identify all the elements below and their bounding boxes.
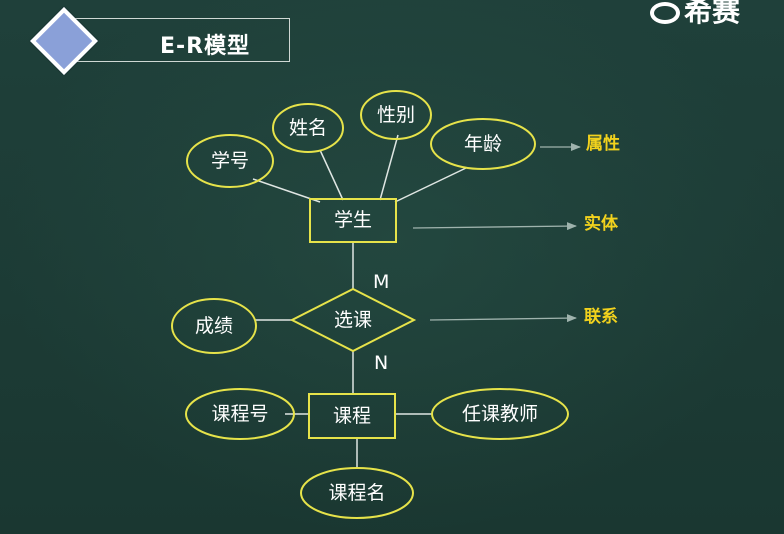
attr-gender-label: 性别 bbox=[377, 104, 415, 126]
brand-name: 希赛 bbox=[684, 0, 741, 28]
ellipse-course-id bbox=[185, 388, 295, 440]
line-age-student bbox=[394, 167, 467, 203]
attr-age-label: 年龄 bbox=[464, 133, 502, 155]
entity-student-label: 学生 bbox=[334, 209, 372, 231]
line-studentid-student bbox=[252, 178, 321, 203]
entity-course-label: 课程 bbox=[333, 405, 371, 427]
entity-course-box bbox=[308, 393, 396, 439]
entity-shapes bbox=[308, 198, 397, 439]
legend-arrows bbox=[412, 143, 581, 323]
cardinality-n: N bbox=[374, 352, 388, 374]
brand-logo: 希赛 bbox=[650, 0, 740, 30]
arrow-entity bbox=[412, 222, 577, 231]
ellipse-course-name bbox=[300, 467, 414, 519]
connector-lines bbox=[252, 134, 467, 468]
ellipse-student-id bbox=[186, 134, 274, 188]
line-gender-student bbox=[379, 134, 399, 201]
attr-course-name-label: 课程名 bbox=[328, 482, 385, 504]
attr-course-id-label: 课程号 bbox=[211, 403, 268, 425]
ellipse-grade bbox=[171, 298, 257, 354]
relationship-diamond bbox=[289, 287, 417, 353]
attr-grade-label: 成绩 bbox=[195, 315, 233, 337]
ellipse-age bbox=[430, 118, 536, 170]
legend-attribute: 属性 bbox=[586, 133, 620, 154]
relationship-label: 选课 bbox=[334, 309, 372, 331]
brand-mark-icon bbox=[650, 2, 680, 24]
entity-student-box bbox=[309, 198, 397, 243]
line-name-student bbox=[319, 149, 344, 201]
ellipse-teacher bbox=[431, 388, 569, 440]
attr-teacher-label: 任课教师 bbox=[462, 403, 538, 425]
attribute-shapes bbox=[171, 90, 569, 519]
legend-entity: 实体 bbox=[584, 213, 619, 234]
attr-name-label: 姓名 bbox=[289, 117, 327, 139]
ellipse-gender bbox=[360, 90, 432, 140]
arrow-relationship bbox=[429, 314, 577, 323]
slide-title: E-R模型 bbox=[160, 34, 251, 59]
ellipse-name bbox=[272, 103, 344, 153]
attr-student-id-label: 学号 bbox=[211, 150, 249, 172]
legend-relationship: 联系 bbox=[584, 307, 618, 327]
cardinality-m: M bbox=[373, 271, 389, 293]
